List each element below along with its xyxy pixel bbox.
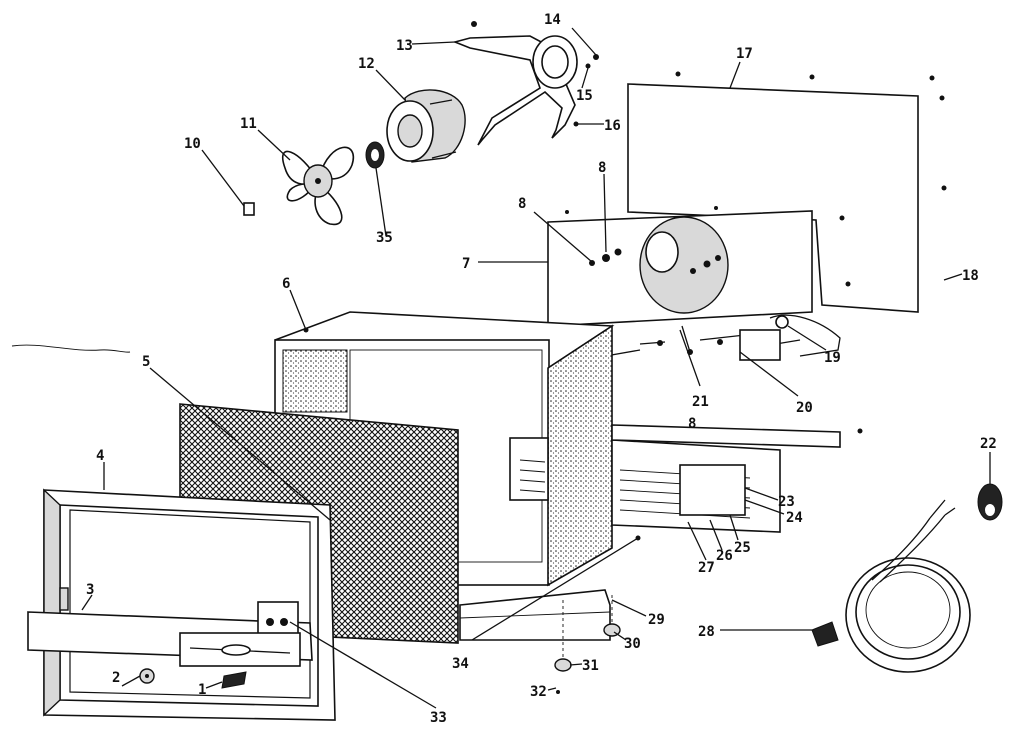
callout-8-left: 8 [518, 196, 526, 212]
plug-cap-22 [977, 483, 1003, 521]
callout-33: 33 [430, 710, 447, 726]
motor-bracket-13 [452, 21, 599, 146]
callout-16: 16 [604, 118, 621, 134]
callout-19: 19 [824, 350, 841, 366]
callout-8-top: 8 [598, 160, 606, 176]
callout-7: 7 [462, 256, 470, 272]
callout-30: 30 [624, 636, 641, 652]
callout-27: 27 [698, 560, 715, 576]
callout-1: 1 [198, 682, 206, 698]
callout-24: 24 [786, 510, 803, 526]
callout-22: 22 [980, 436, 997, 452]
knob-2 [139, 668, 155, 684]
fan-blade-11 [282, 146, 355, 226]
power-cord-28 [811, 499, 971, 673]
control-box-33 [179, 601, 301, 667]
callout-17: 17 [736, 46, 753, 62]
rear-panel-17 [627, 71, 947, 313]
callout-18: 18 [962, 268, 979, 284]
callout-21: 21 [692, 394, 709, 410]
callout-3: 3 [86, 582, 94, 598]
callout-15: 15 [576, 88, 593, 104]
callout-34: 34 [452, 656, 469, 672]
callout-20: 20 [796, 400, 813, 416]
callout-14: 14 [544, 12, 561, 28]
callout-8-heater: 8 [688, 416, 696, 432]
callout-32: 32 [530, 684, 547, 700]
leader-lines [81, 27, 991, 709]
scan-artifact-line [11, 344, 131, 353]
callout-29: 29 [648, 612, 665, 628]
callout-28: 28 [698, 624, 715, 640]
rocker-switch-1 [221, 671, 247, 689]
callout-labels: 1 2 3 4 5 6 7 8 8 8 10 11 12 13 14 15 16… [86, 12, 997, 726]
base-channel-29 [459, 589, 611, 641]
callout-2: 2 [112, 670, 120, 686]
callout-25: 25 [734, 540, 751, 556]
switch-wiring-19-21 [599, 314, 841, 361]
callout-6: 6 [282, 276, 290, 292]
nut-10 [243, 202, 255, 216]
callout-13: 13 [396, 38, 413, 54]
heater-assembly-23 [509, 424, 863, 541]
callout-5: 5 [142, 354, 150, 370]
clip-35 [365, 141, 385, 169]
callout-11: 11 [240, 116, 257, 132]
callout-12: 12 [358, 56, 375, 72]
blower-panel-7 [547, 206, 813, 327]
callout-4: 4 [96, 448, 104, 464]
callout-10: 10 [184, 136, 201, 152]
foot-31 [554, 658, 572, 694]
callout-26: 26 [716, 548, 733, 564]
callout-35: 35 [376, 230, 393, 246]
motor-12 [386, 89, 466, 163]
callout-31: 31 [582, 658, 599, 674]
callout-23: 23 [778, 494, 795, 510]
